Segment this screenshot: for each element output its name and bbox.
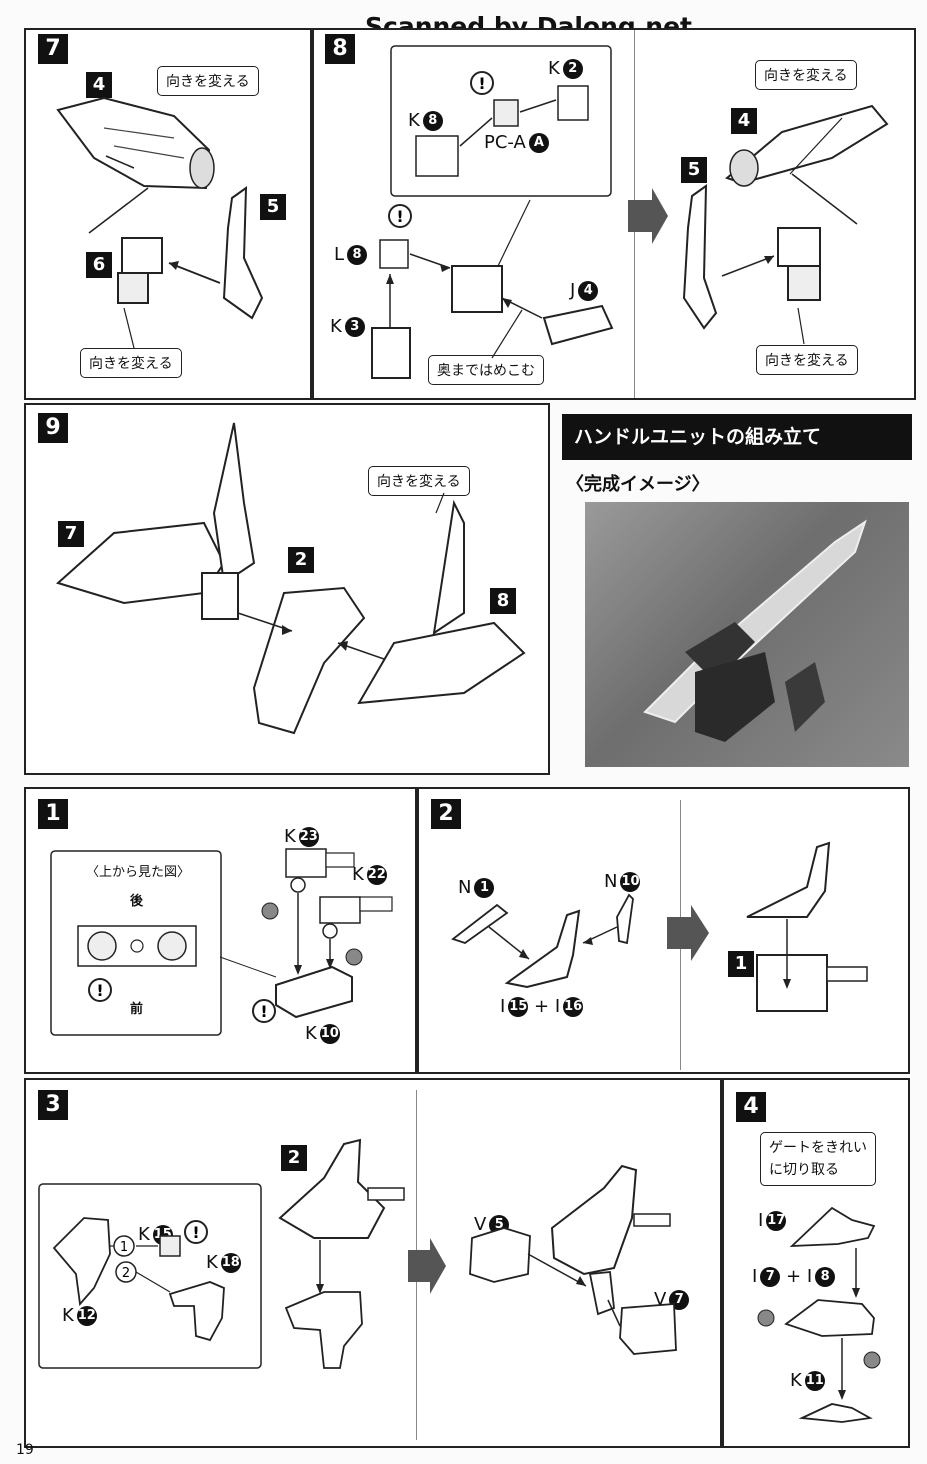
handle-step-2-panel	[417, 787, 910, 1074]
top-view-inset-frame: !	[50, 850, 222, 1036]
step-8-callout-rotate-bottom: 向きを変える	[756, 345, 858, 375]
inset-label-front: 前	[130, 1002, 144, 1017]
step-8-callout-push: 奥まではめこむ	[428, 355, 544, 385]
step-8-number: 8	[325, 34, 355, 64]
inset-label-back: 後	[130, 894, 144, 909]
part-ref-7: 7	[58, 521, 84, 547]
svg-text:2: 2	[122, 1266, 130, 1281]
handle-step-4-illustration	[757, 1206, 881, 1423]
svg-text:!: !	[478, 74, 485, 93]
handle-step-1-number: 1	[38, 799, 68, 829]
inset-title-top-view: 〈上から見た図〉	[86, 865, 191, 880]
step-8-illustration: ! !	[371, 71, 889, 379]
part-ref-4: 4	[86, 72, 112, 98]
step-8-callout-rotate-top: 向きを変える	[755, 60, 857, 90]
svg-text:!: !	[260, 1002, 267, 1021]
part-ref-5: 5	[260, 194, 286, 220]
svg-text:!: !	[192, 1223, 199, 1242]
step-9-callout-rotate: 向きを変える	[368, 466, 470, 496]
step-7-illustration	[56, 96, 264, 349]
handle-step-2-number: 2	[431, 799, 461, 829]
completed-image-photo	[585, 502, 909, 767]
svg-text:1: 1	[120, 1240, 128, 1255]
step-7-callout-rotate: 向きを変える	[157, 66, 259, 96]
completed-image-illustration	[643, 519, 867, 742]
handle-step-4-number: 4	[736, 1092, 766, 1122]
step-9-number: 9	[38, 413, 68, 443]
handle-step-2-illustration	[451, 841, 868, 1012]
handle-step-3-illustration: 1 2 !	[52, 1138, 677, 1369]
step-7-callout-rotate-bottom: 向きを変える	[80, 348, 182, 378]
part-ref-2-step3: 2	[281, 1145, 307, 1171]
part-ref-1: 1	[728, 951, 754, 977]
handle-step-1-illustration: !	[219, 848, 393, 1023]
handle-unit-title: ハンドルユニットの組み立て	[562, 414, 912, 460]
step-7-number: 7	[38, 34, 68, 64]
part-ref-5-right: 5	[681, 157, 707, 183]
part-ref-2: 2	[288, 547, 314, 573]
handle-unit-subtitle: 〈完成イメージ〉	[566, 474, 710, 495]
part-ref-4-right: 4	[731, 108, 757, 134]
part-ref-8: 8	[490, 588, 516, 614]
handle-step-3-number: 3	[38, 1090, 68, 1120]
page-number: 19	[16, 1442, 34, 1458]
svg-text:!: !	[96, 981, 103, 1000]
svg-text:!: !	[396, 207, 403, 226]
part-ref-6: 6	[86, 252, 112, 278]
step-9-illustration	[56, 422, 526, 735]
step-4-callout-cut-gate: ゲートをきれい に切り取る	[760, 1132, 876, 1186]
